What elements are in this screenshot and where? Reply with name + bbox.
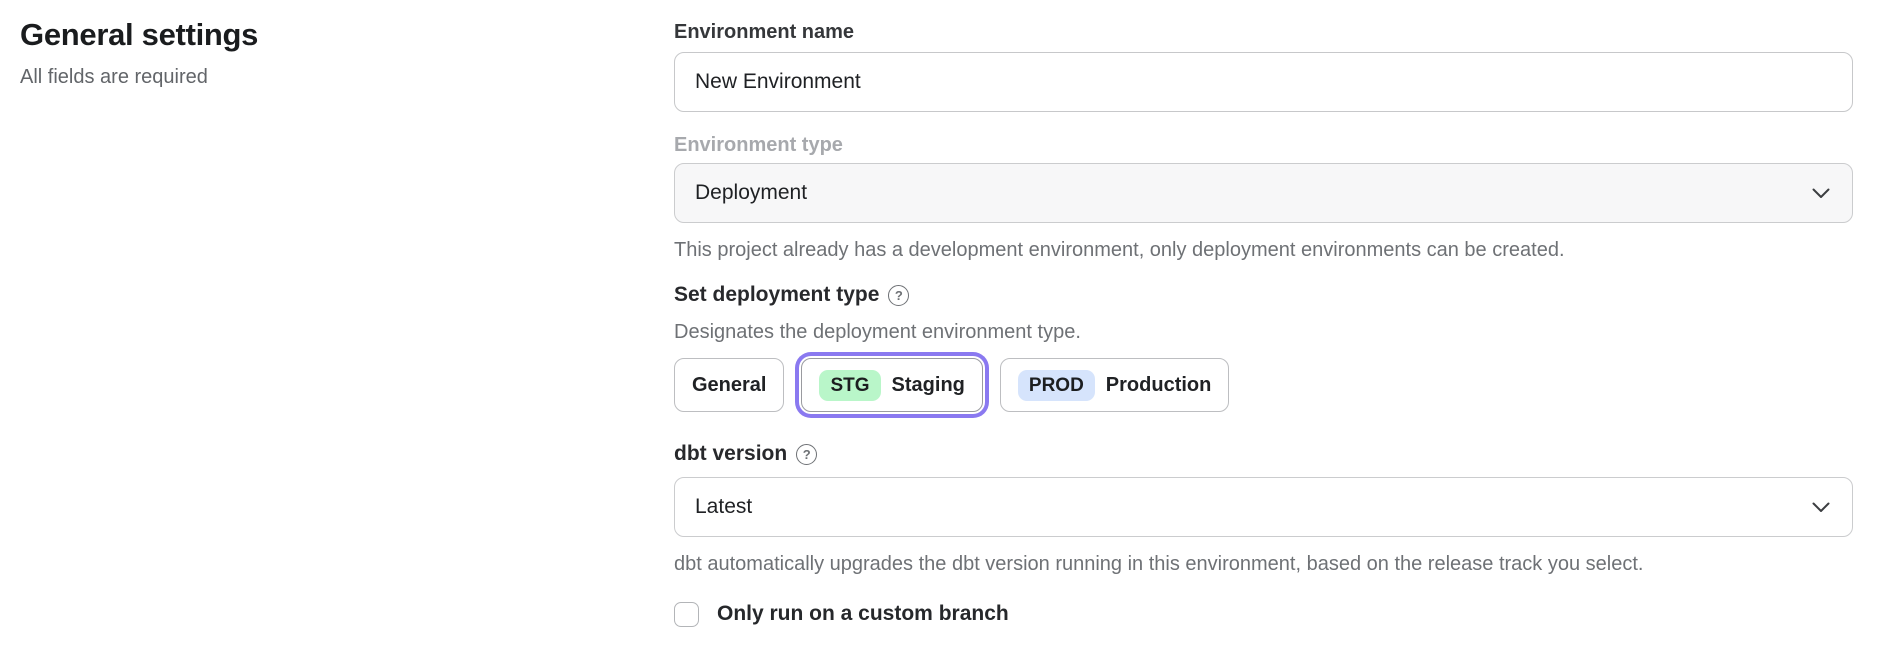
environment-type-label: Environment type xyxy=(674,134,843,156)
help-icon[interactable]: ? xyxy=(796,443,818,465)
chevron-down-icon xyxy=(1812,502,1830,513)
deployment-type-general-button[interactable]: General xyxy=(674,358,785,412)
prod-badge: PROD xyxy=(1017,369,1095,401)
environment-name-input[interactable] xyxy=(674,52,1853,112)
help-icon[interactable]: ? xyxy=(888,284,910,306)
deployment-type-helper: Designates the deployment environment ty… xyxy=(674,321,1081,343)
intro-column: General settings All fields are required xyxy=(20,16,258,90)
production-option-label: Production xyxy=(1105,374,1212,396)
dbt-version-heading-row: dbt version ? xyxy=(674,441,818,467)
page-title: General settings xyxy=(20,17,259,52)
page-subtitle: All fields are required xyxy=(20,66,208,88)
custom-branch-row: Only run on a custom branch xyxy=(674,601,1009,627)
deployment-type-options: General STG Staging PROD Production xyxy=(674,358,1230,412)
general-option-label: General xyxy=(692,374,767,396)
custom-branch-checkbox[interactable] xyxy=(674,601,699,627)
environment-type-helper: This project already has a development e… xyxy=(674,239,1565,261)
environment-type-value: Deployment xyxy=(695,181,808,204)
deployment-type-staging-button[interactable]: STG Staging xyxy=(801,358,983,412)
deployment-type-heading-row: Set deployment type ? xyxy=(674,282,910,308)
staging-option-label: Staging xyxy=(891,374,965,396)
dbt-version-select[interactable]: Latest xyxy=(674,477,1853,537)
environment-type-select: Deployment xyxy=(674,163,1853,223)
environment-form: Environment name Environment type Deploy… xyxy=(674,0,1853,660)
chevron-down-icon xyxy=(1812,188,1830,199)
dbt-version-heading: dbt version xyxy=(674,442,788,465)
dbt-version-value: Latest xyxy=(695,495,753,518)
environment-name-label: Environment name xyxy=(674,21,855,43)
custom-branch-label: Only run on a custom branch xyxy=(717,602,1009,625)
deployment-type-production-button[interactable]: PROD Production xyxy=(999,358,1230,412)
stg-badge: STG xyxy=(819,369,881,401)
deployment-type-heading: Set deployment type xyxy=(674,283,880,306)
dbt-version-helper: dbt automatically upgrades the dbt versi… xyxy=(674,553,1644,575)
